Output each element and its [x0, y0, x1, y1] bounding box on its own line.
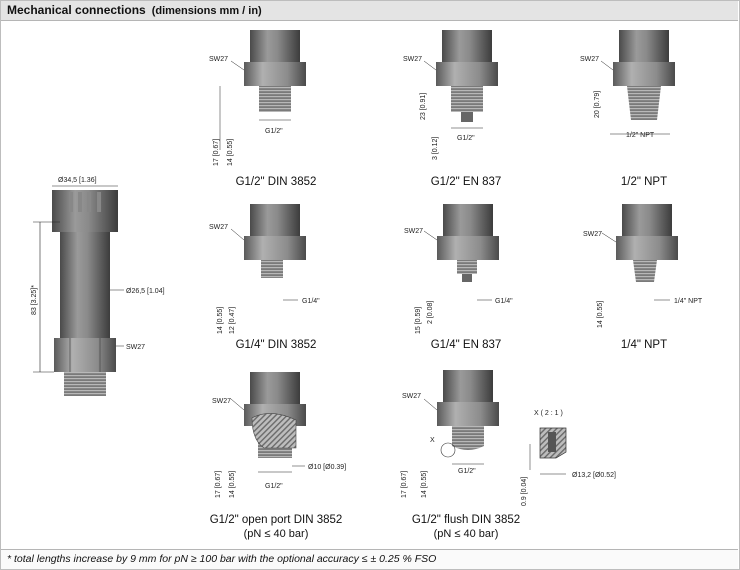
footnote-text: * total lengths increase by 9 mm for pN … — [7, 553, 437, 565]
dim-diameter-body: Ø26,5 [1.04] — [126, 288, 165, 295]
wrench-label-7: SW27 — [212, 398, 231, 405]
caption-2: G1/2" EN 837 — [430, 176, 502, 188]
dim-6a: 14 [0.55] — [597, 301, 604, 328]
wrench-label-6: SW27 — [583, 231, 602, 238]
connection-drawing-4 — [230, 204, 306, 301]
caption-1: G1/2" DIN 3852 — [235, 176, 317, 188]
thread-label-6: 1/4" NPT — [674, 298, 703, 305]
wrench-label-4: SW27 — [209, 224, 228, 231]
connection-drawing-3 — [600, 30, 675, 135]
thread-label-8: G1/2" — [458, 468, 476, 475]
thread-label-5: G1/4" — [495, 298, 513, 305]
section-subtitle: (dimensions mm / in) — [151, 5, 262, 17]
main-sensor-drawing — [33, 185, 124, 396]
section-title: Mechanical connections — [7, 3, 146, 17]
thread-label-2: G1/2" — [457, 135, 475, 142]
connection-drawing-6 — [601, 204, 678, 301]
connection-drawing-5 — [423, 204, 499, 301]
dim-7a: 17 [0.67] — [215, 471, 222, 498]
thread-label-7: G1/2" — [265, 483, 283, 490]
dim-diameter-top: Ø34,5 [1.36] — [58, 177, 97, 184]
thread-label-1: G1/2" — [265, 128, 283, 135]
caption-8: G1/2" flush DIN 3852 — [411, 514, 521, 526]
dim-3a: 20 [0.79] — [594, 91, 601, 118]
wrench-label-3: SW27 — [580, 56, 599, 63]
detail-vertical-dim: 0.9 [0.04] — [521, 477, 528, 506]
detail-x-drawing — [529, 427, 567, 475]
caption-6: 1/4" NPT — [620, 339, 668, 351]
dim-7b: 14 [0.55] — [229, 471, 236, 498]
connection-drawing-1 — [219, 30, 306, 150]
detail-marker: X — [430, 437, 435, 444]
dim-5a: 15 [0.59] — [415, 307, 422, 334]
dim-4b: 12 [0.47] — [229, 307, 236, 334]
dim-4a: 14 [0.55] — [217, 307, 224, 334]
main-wrench-label: SW27 — [126, 344, 145, 351]
caption-7: G1/2" open port DIN 3852 — [209, 514, 343, 526]
dim-8a: 17 [0.67] — [401, 471, 408, 498]
wrench-label-8: SW27 — [402, 393, 421, 400]
dim-8b: 14 [0.55] — [421, 471, 428, 498]
dim-1a: 17 [0.67] — [213, 139, 220, 166]
detail-title: X ( 2 : 1 ) — [534, 410, 563, 417]
dim-5b: 2 [0.08] — [427, 301, 434, 324]
dim-2b: 3 [0.12] — [432, 137, 439, 160]
thread-label-3: 1/2" NPT — [626, 132, 655, 139]
dim-length: 83 [3.25]* — [31, 285, 38, 315]
caption-8-sub: (pN ≤ 40 bar) — [433, 528, 499, 540]
open-port-diameter: Ø10 [Ø0.39] — [308, 464, 346, 471]
footnote: * total lengths increase by 9 mm for pN … — [1, 549, 738, 569]
wrench-label-2: SW27 — [403, 56, 422, 63]
section-header: Mechanical connections (dimensions mm / i… — [1, 1, 738, 21]
connection-drawing-8 — [423, 370, 499, 465]
detail-diameter: Ø13,2 [Ø0.52] — [572, 472, 616, 479]
connection-drawing-2 — [423, 30, 498, 129]
connection-drawing-7 — [230, 372, 306, 473]
caption-3: 1/2" NPT — [620, 176, 668, 188]
thread-label-4: G1/4" — [302, 298, 320, 305]
wrench-label-5: SW27 — [404, 228, 423, 235]
caption-5: G1/4" EN 837 — [430, 339, 502, 351]
caption-4: G1/4" DIN 3852 — [235, 339, 317, 351]
dim-2a: 23 [0.91] — [420, 93, 427, 120]
wrench-label-1: SW27 — [209, 56, 228, 63]
dim-1b: 14 [0.55] — [227, 139, 234, 166]
caption-7-sub: (pN ≤ 40 bar) — [243, 528, 309, 540]
